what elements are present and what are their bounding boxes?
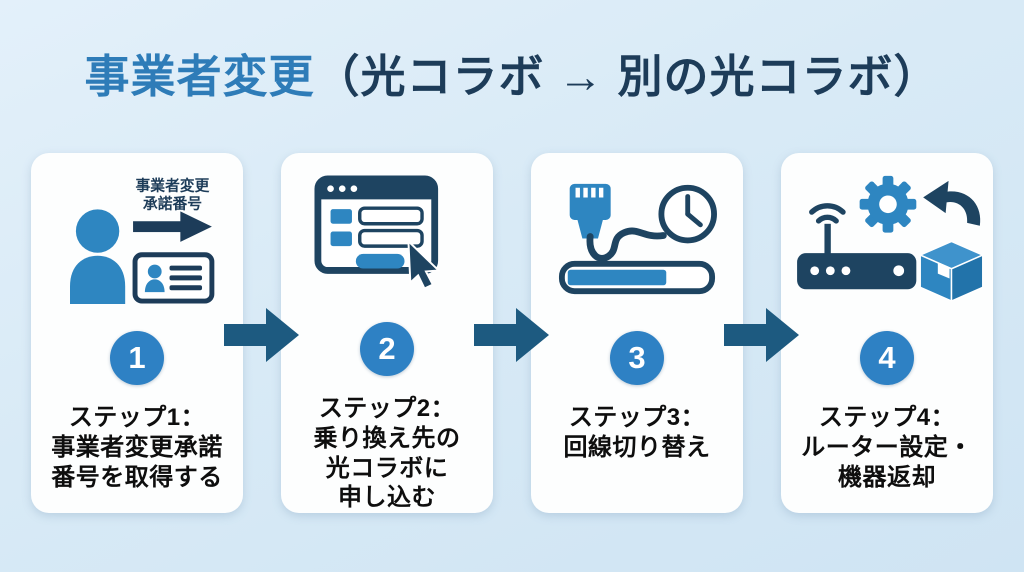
- icon-caption-line-1: 事業者変更: [136, 177, 210, 195]
- icon-caption-line-2: 承諾番号: [143, 194, 202, 212]
- title-sub: （光コラボ → 別の光コラボ）: [314, 51, 940, 102]
- step-cards: 事業者変更 承諾番号: [31, 153, 993, 513]
- id-card-icon: [132, 252, 215, 304]
- flow-right-arrow-icon: [224, 308, 299, 362]
- step-card-4: 4 ステップ4： ルーター設定・ 機器返却: [781, 153, 993, 513]
- step-label-line: ステップ4：: [818, 404, 956, 431]
- step-label-line: ステップ1：: [68, 404, 206, 431]
- step-number-badge: 2: [360, 322, 414, 376]
- step-label-line: 乗り換え先の: [313, 424, 461, 452]
- line-switch-progress-icon: [554, 169, 720, 305]
- step-number-badge: 4: [860, 331, 914, 385]
- step-label: ステップ3： 回線切り替え: [564, 403, 711, 463]
- application-form-icon-svg: [314, 175, 441, 290]
- browser-window-icon: [314, 175, 439, 274]
- clock-icon: [658, 184, 717, 243]
- step-label: ステップ2： 乗り換え先の 光コラボに 申し込む: [314, 394, 461, 513]
- router-return-icon-svg: [797, 175, 983, 302]
- progress-bar-icon: [558, 260, 716, 294]
- lan-cable-icon: [569, 183, 667, 262]
- steps-row: 事業者変更 承諾番号: [31, 153, 993, 513]
- flow-right-arrow-icon: [724, 308, 799, 362]
- step-label-line: 事業者変更承諾: [51, 433, 223, 461]
- page-title: 事業者変更（光コラボ → 別の光コラボ）: [0, 40, 1024, 105]
- step-label-line: ステップ3：: [568, 404, 706, 431]
- step-label-line: 番号を取得する: [51, 463, 223, 491]
- step-label-line: 光コラボに: [325, 454, 449, 482]
- person-id-card-icon-svg: 事業者変更 承諾番号: [70, 177, 215, 304]
- gear-icon: [859, 175, 917, 233]
- step-label: ステップ4： ルーター設定・ 機器返却: [801, 403, 973, 492]
- return-arrow-icon: [923, 180, 981, 226]
- step-label-line: 回線切り替え: [563, 433, 711, 461]
- application-form-icon: [314, 169, 460, 296]
- cursor-icon: [407, 238, 441, 290]
- title-main: 事業者変更: [84, 51, 315, 102]
- line-switch-icon-svg: [558, 183, 717, 294]
- step-label-line: 申し込む: [338, 484, 436, 512]
- step-number-badge: 3: [610, 331, 664, 385]
- step-card-1: 事業者変更 承諾番号: [31, 153, 243, 513]
- right-arrow-small-icon: [133, 211, 212, 242]
- wifi-router-icon: [797, 202, 917, 289]
- step-label-line: ルーター設定・: [801, 433, 973, 461]
- package-box-icon: [918, 240, 983, 302]
- step-label: ステップ1： 事業者変更承諾 番号を取得する: [51, 403, 223, 492]
- step-number-badge: 1: [110, 331, 164, 385]
- step-card-2: 2 ステップ2： 乗り換え先の 光コラボに 申し込む: [281, 153, 493, 513]
- person-id-card-icon: 事業者変更 承諾番号: [58, 169, 216, 305]
- step-label-line: 機器返却: [838, 463, 936, 491]
- router-setup-return-icon: [791, 169, 983, 305]
- person-icon: [70, 209, 126, 304]
- step-label-line: ステップ2：: [318, 395, 456, 422]
- flow-right-arrow-icon: [474, 308, 549, 362]
- step-card-3: 3 ステップ3： 回線切り替え: [531, 153, 743, 513]
